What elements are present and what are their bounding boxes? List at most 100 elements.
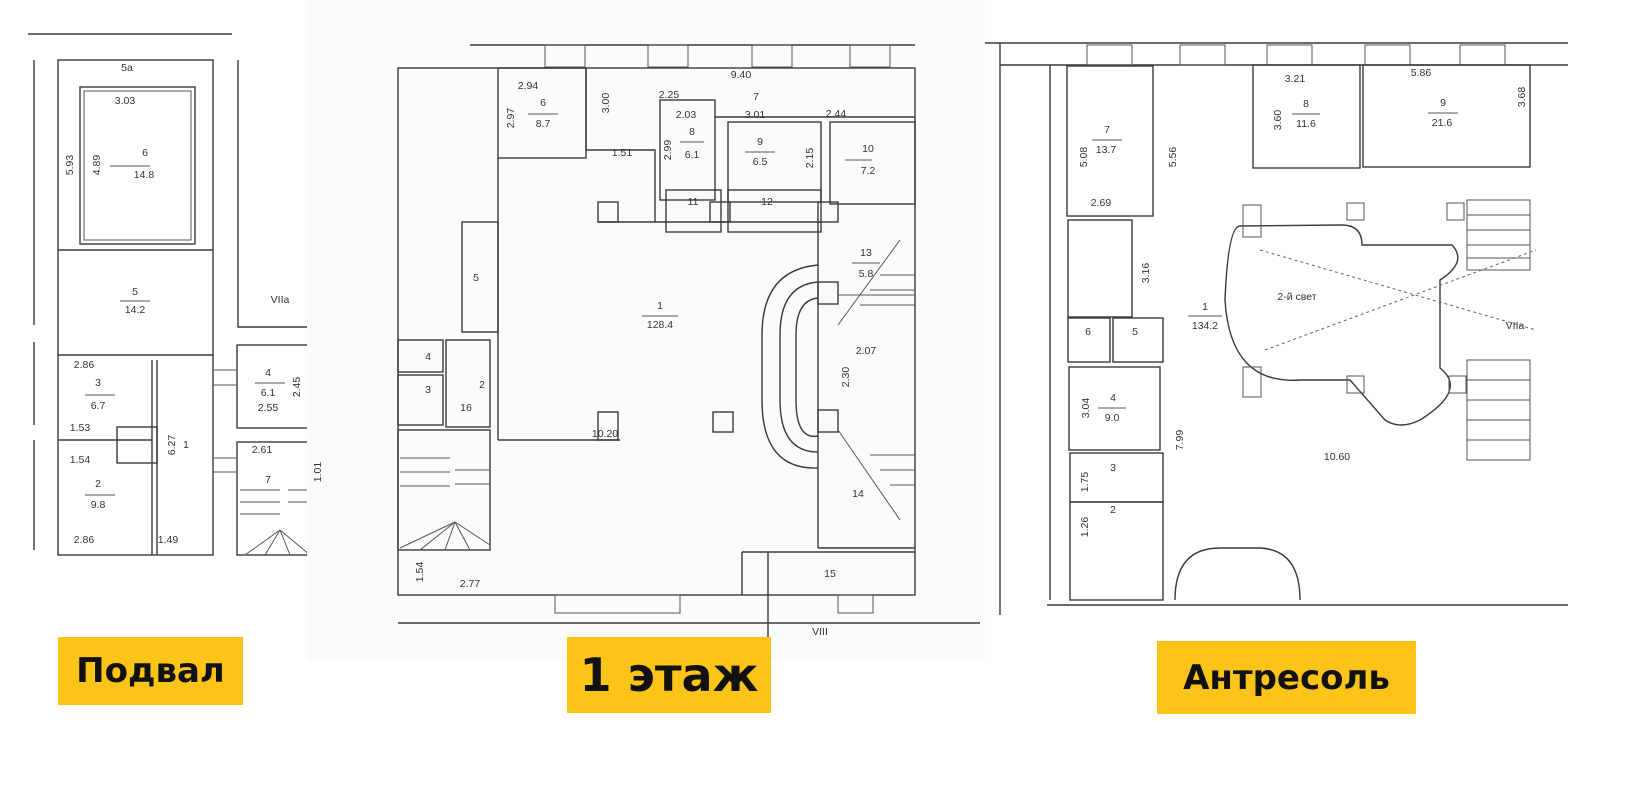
room-label: 5 [132,286,138,298]
room-label: 2.15 [804,148,816,169]
room-label: 5.56 [1167,147,1179,168]
room-label: 3.21 [1285,73,1306,85]
room-label: 1 [1202,301,1208,313]
room-label: 6 [540,97,546,109]
room-label: 5 [1132,326,1138,338]
room-label: 15 [824,568,836,580]
room-label: 2.97 [505,108,517,129]
room-label: 2.69 [1091,197,1112,209]
first-floor-plan [307,0,985,660]
room-label: 2.99 [662,140,674,161]
room-label: 4 [265,367,271,379]
room-label: 2-й свет [1277,291,1316,303]
room-label: 9.8 [91,499,106,511]
room-label: 2.30 [840,367,852,388]
room-label: 6.1 [261,387,276,399]
room-label: 13.7 [1096,144,1117,156]
room-label: 1.01 [312,462,324,483]
room-label: 2.45 [291,377,303,398]
room-label: 9 [757,136,763,148]
room-label: 7 [265,474,271,486]
room-label: 1.49 [158,534,179,546]
room-label: 14 [852,488,864,500]
room-label: 3.03 [115,95,136,107]
room-label: 2.55 [258,402,279,414]
room-label: 1.51 [612,147,633,159]
room-label: 4.89 [91,155,103,176]
room-label: 10.60 [1324,451,1350,463]
room-label: 1.75 [1079,472,1091,493]
room-label: 13 [860,247,872,259]
room-label: 7 [1104,124,1110,136]
room-label: 3.01 [745,109,766,121]
room-label: 3.16 [1140,263,1152,284]
room-label: 2.44 [826,108,847,120]
room-label: 5.8 [859,268,874,280]
room-label: 1 [183,439,189,451]
room-label: 2.77 [460,578,481,590]
room-label: 4 [1110,392,1116,404]
room-label: 2.25 [659,89,680,101]
room-label: 3.00 [600,93,612,114]
room-label: 2.94 [518,80,539,92]
room-label: 6.5 [753,156,768,168]
room-label: 1.26 [1079,517,1091,538]
room-label: 7.99 [1174,430,1186,451]
room-label: 12 [761,196,773,208]
room-label: 5.08 [1078,147,1090,168]
room-label: 6 [1085,326,1091,338]
room-label: 2 [479,379,485,391]
room-label: 128.4 [647,319,673,331]
room-label: 2 [1110,504,1116,516]
basement-plan [28,33,346,556]
room-label: 14.2 [125,304,146,316]
room-label: 7 [753,91,759,103]
room-label: 6 [142,147,148,159]
room-label: 2 [95,478,101,490]
room-label: 11 [688,196,699,208]
room-label: 2.86 [74,359,95,371]
room-label: 9.0 [1105,412,1120,424]
room-label: 21.6 [1432,117,1453,129]
room-label: 1.54 [414,562,426,583]
room-label: 3 [425,384,431,396]
mezzanine-plan [985,42,1568,615]
room-label: 5.93 [64,155,76,176]
room-label: 3.68 [1516,87,1528,108]
room-label: 1.54 [70,454,91,466]
room-label: 6.27 [166,435,178,456]
room-label: 1 [657,300,663,312]
room-label: 9 [1440,97,1446,109]
room-label: 9.40 [731,69,752,81]
room-label: VIIa [271,294,290,306]
room-label: 3.04 [1080,398,1092,419]
room-label: 6.7 [91,400,106,412]
room-label: 2.61 [252,444,273,456]
room-label: 134.2 [1192,320,1218,332]
room-label: 5a [121,62,133,74]
room-label: 2.07 [856,345,877,357]
caption-mezzanine: Антресоль [1157,641,1416,714]
room-label: 2.03 [676,109,697,121]
room-label: 5.86 [1411,67,1432,79]
room-label: 6.1 [685,149,700,161]
room-label: 4 [425,351,431,363]
room-label: 10 [862,143,874,155]
caption-first-floor: 1 этаж [567,637,771,713]
room-label: 8 [1303,98,1309,110]
room-label: 8.7 [536,118,551,130]
room-label: 7.2 [861,165,876,177]
room-label: VIIa [1506,320,1525,332]
caption-basement: Подвал [58,637,243,705]
room-label: 14.8 [134,169,155,181]
room-label: 3 [1110,462,1116,474]
room-label: 3.60 [1272,110,1284,131]
room-label: 1.53 [70,422,91,434]
room-label: 8 [689,126,695,138]
room-label: 11.6 [1296,118,1316,130]
room-label: 16 [460,402,472,414]
room-label: 2.86 [74,534,95,546]
room-label: VIII [812,626,828,638]
